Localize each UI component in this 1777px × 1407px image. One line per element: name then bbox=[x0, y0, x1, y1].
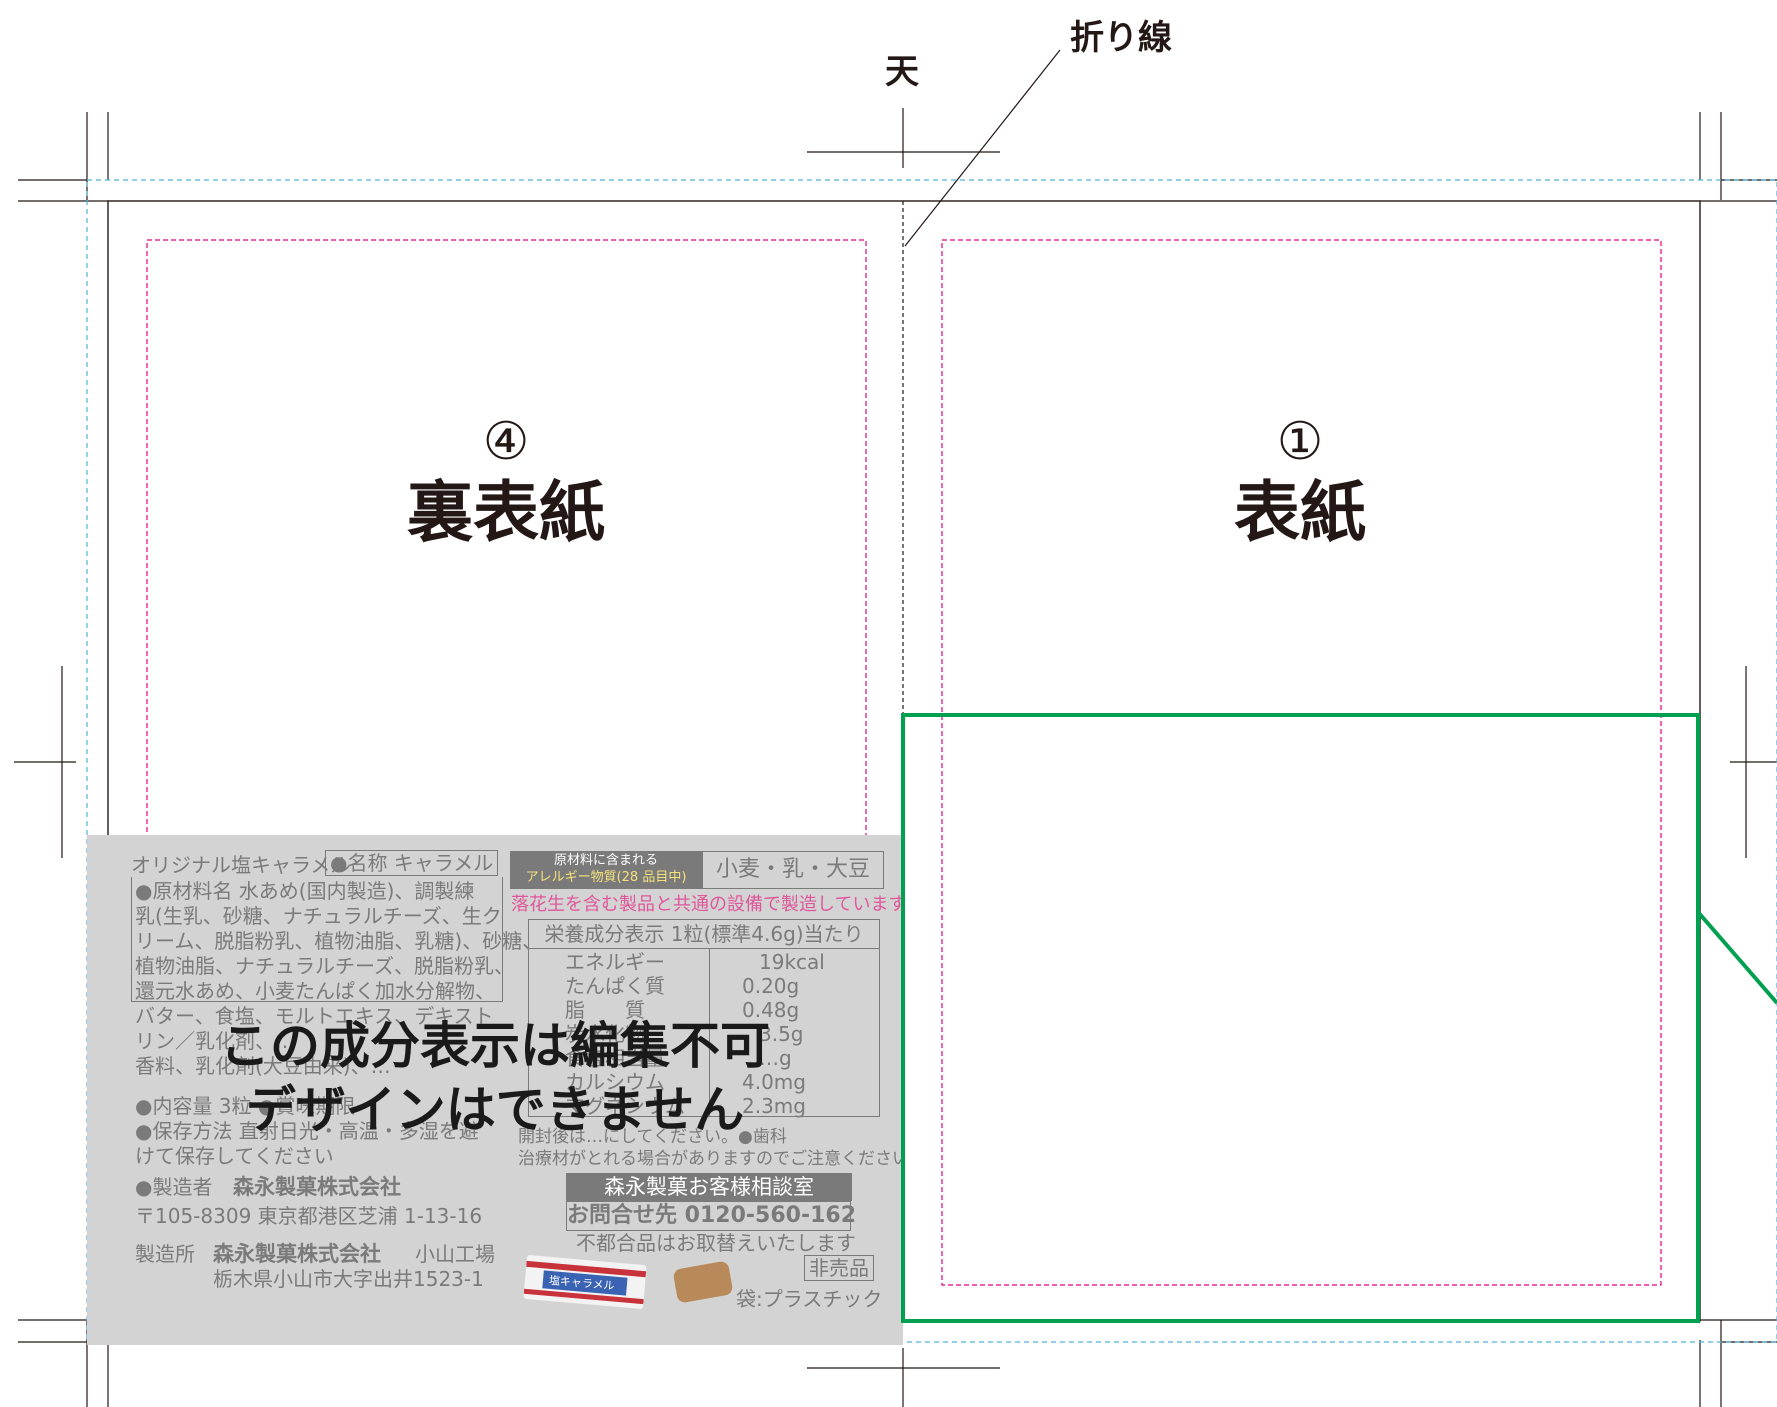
plant-address: 栃木県小山市大字出井1523-1 bbox=[213, 1267, 484, 1291]
storage-line: ●保存方法 直射日光・高温・多湿を避 bbox=[135, 1119, 479, 1143]
nutrition-value: 4.0mg bbox=[742, 1070, 806, 1094]
ingredient-line: バター、食塩、モルトエキス、デキスト bbox=[135, 1004, 494, 1028]
consult-note: 不都合品はお取替えいたします bbox=[576, 1231, 856, 1255]
consult-phone: お問合せ先 0120-560-162 bbox=[566, 1201, 856, 1231]
ingredient-line: 植物油脂、ナチュラルチーズ、脱脂粉乳、 bbox=[135, 954, 514, 978]
nutrition-name: エネルギー bbox=[565, 950, 665, 974]
maker-label: ●製造者 bbox=[135, 1175, 213, 1199]
crop-marks bbox=[14, 108, 1777, 1407]
panel-name: 表紙 bbox=[1234, 474, 1366, 551]
nutrition-header: 栄養成分表示 1粒(標準4.6g)当たり bbox=[529, 920, 879, 949]
allergy-tag: 原材料に含まれる アレルギー物質(28 品目中) bbox=[510, 851, 702, 889]
ingredient-line: 還元水あめ、小麦たんぱく加水分解物、 bbox=[135, 979, 495, 1003]
highlight-leader bbox=[1696, 910, 1777, 1005]
plant-label: 製造所 bbox=[135, 1242, 195, 1266]
ingredient-line: 乳(生乳、砂糖、ナチュラルチーズ、生ク bbox=[135, 904, 502, 928]
consult-title: 森永製菓お客様相談室 bbox=[566, 1173, 852, 1201]
panel-number: ① bbox=[1276, 412, 1324, 472]
nutrition-value: 3.5g bbox=[759, 1022, 804, 1046]
storage-line: けて保存してください bbox=[135, 1144, 334, 1168]
not-for-sale-badge: 非売品 bbox=[804, 1255, 874, 1281]
content-line: ●内容量 3粒 ●賞味期限 bbox=[135, 1094, 356, 1118]
plant-name: 森永製菓株式会社 bbox=[213, 1242, 381, 1266]
nutrition-value: …g bbox=[759, 1046, 792, 1070]
bleed-guide bbox=[86, 179, 1777, 1343]
material-label: 袋:プラスチック bbox=[736, 1287, 883, 1311]
nutrition-value: 0.20g bbox=[742, 974, 800, 998]
ingredient-line: リーム、脱脂粉乳、植物油脂、乳糖)、砂糖、 bbox=[135, 929, 543, 953]
editable-area-frame bbox=[901, 713, 1700, 1323]
panel-number: ④ bbox=[482, 412, 530, 472]
back-cover-heading: ④ 裏表紙 bbox=[356, 412, 656, 554]
ingredient-line: 香料、乳化剤(大豆由来)、… bbox=[135, 1054, 391, 1078]
edit-lock-notice: デザインはできません bbox=[245, 1081, 745, 1139]
nutrition-name: 炭水化物 bbox=[565, 1022, 645, 1046]
nutrition-name: 食塩相当量 bbox=[565, 1046, 665, 1070]
product-line: オリジナル塩キャラメル bbox=[131, 853, 351, 877]
caution-line: 治療材がとれる場合がありますのでご注意ください。 bbox=[518, 1149, 903, 1169]
allergy-tag-line: 原材料に含まれる bbox=[553, 853, 658, 868]
nutrition-name: 脂 質 bbox=[565, 998, 645, 1022]
nutrition-value: 0.48g bbox=[742, 998, 800, 1022]
allergy-note: 落花生を含む製品と共通の設備で製造しています。 bbox=[511, 894, 903, 915]
ingredients-box bbox=[131, 877, 503, 1002]
top-indicator: 天 bbox=[885, 52, 919, 92]
fold-line-label: 折り線 bbox=[1070, 18, 1172, 58]
nutrition-name: マグネシウム bbox=[565, 1094, 685, 1118]
nutrition-label-block: オリジナル塩キャラメル ●名称 キャラメル ●原材料名 水あめ(国内製造)、調製… bbox=[87, 835, 903, 1345]
nutrition-table: 栄養成分表示 1粒(標準4.6g)当たり bbox=[528, 919, 880, 1117]
front-cover-heading: ① 表紙 bbox=[1150, 412, 1450, 554]
allergy-value: 小麦・乳・大豆 bbox=[702, 851, 884, 889]
edit-lock-notice: この成分表示は編集不可 bbox=[220, 1017, 770, 1075]
caution-line: 開封後は…にしてください。●歯科 bbox=[518, 1127, 787, 1147]
name-field: ●名称 キャラメル bbox=[325, 850, 499, 876]
maker-address: 〒105-8309 東京都港区芝浦 1-13-16 bbox=[135, 1204, 483, 1228]
allergy-tag-line: アレルギー物質(28 品目中) bbox=[525, 870, 687, 885]
nutrition-name: たんぱく質 bbox=[565, 974, 665, 998]
plant-site: 小山工場 bbox=[415, 1242, 495, 1266]
nutrition-divider bbox=[709, 948, 710, 1116]
fold-leader-line bbox=[904, 49, 1061, 247]
safe-area-front bbox=[941, 239, 1662, 1286]
panel-name: 裏表紙 bbox=[407, 474, 605, 551]
maker-name: 森永製菓株式会社 bbox=[233, 1175, 401, 1199]
ingredient-line: ●原材料名 水あめ(国内製造)、調製練 bbox=[135, 879, 475, 903]
nutrition-name: カルシウム bbox=[565, 1070, 665, 1094]
nutrition-value: 2.3mg bbox=[742, 1094, 806, 1118]
nutrition-value: 19kcal bbox=[759, 950, 825, 974]
ingredient-line: リン／乳化剤、… bbox=[135, 1029, 295, 1053]
